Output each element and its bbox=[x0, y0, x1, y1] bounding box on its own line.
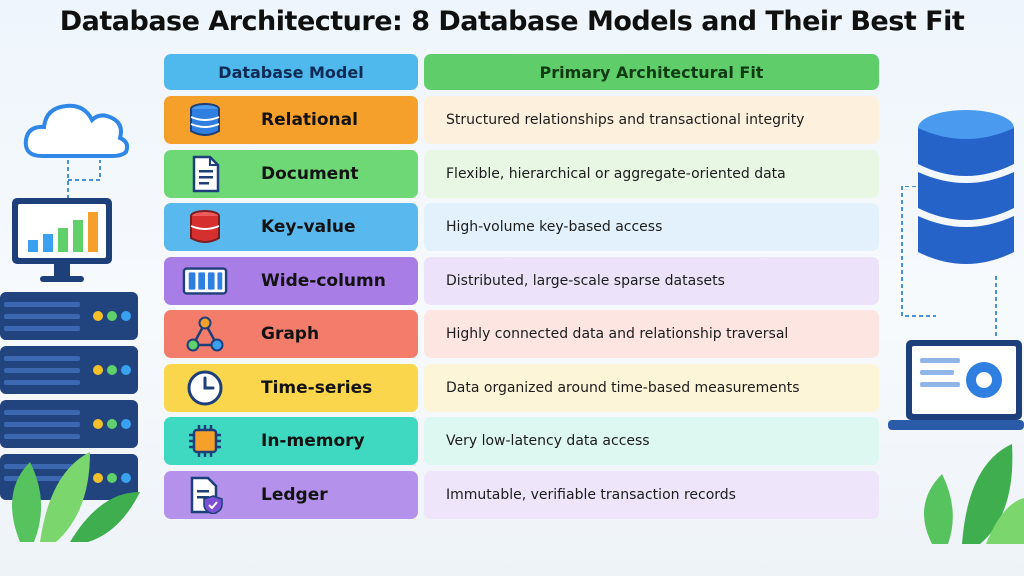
header-database-model: Database Model bbox=[164, 54, 418, 90]
model-label: Time-series bbox=[261, 377, 373, 398]
clock-icon bbox=[187, 370, 223, 405]
model-label: Document bbox=[261, 163, 359, 184]
table-row: Ledger Immutable, verifiable transaction… bbox=[164, 470, 879, 519]
header-primary-fit: Primary Architectural Fit bbox=[424, 54, 879, 90]
table-row: Time-series Data organized around time-b… bbox=[164, 363, 879, 412]
fit-text: Flexible, hierarchical or aggregate-orie… bbox=[424, 149, 879, 198]
graph-nodes-icon bbox=[186, 316, 224, 352]
page-title: Database Architecture: 8 Database Models… bbox=[59, 6, 965, 37]
fit-text: Data organized around time-based measure… bbox=[424, 363, 879, 412]
model-label: Graph bbox=[261, 324, 320, 344]
table-row: Relational Structured relationships and … bbox=[164, 96, 879, 144]
model-label: In-memory bbox=[261, 431, 365, 451]
model-label: Key-value bbox=[261, 217, 356, 237]
database-cylinder-icon bbox=[918, 110, 1014, 264]
model-label: Wide-column bbox=[261, 270, 386, 291]
table-row: In-memory Very low-latency data access bbox=[164, 417, 879, 465]
cloud-icon bbox=[23, 103, 130, 158]
database-stack-icon bbox=[190, 103, 220, 136]
laptop-gear-icon bbox=[888, 340, 1024, 430]
fit-text: Distributed, large-scale sparse datasets bbox=[424, 256, 879, 305]
model-label: Ledger bbox=[261, 484, 328, 505]
fit-text: Structured relationships and transaction… bbox=[424, 96, 879, 144]
key-value-store-icon bbox=[190, 210, 220, 243]
columns-icon bbox=[182, 266, 228, 295]
table-row: Document Flexible, hierarchical or aggre… bbox=[164, 149, 879, 198]
dashed-connector-right bbox=[901, 186, 997, 336]
chip-icon bbox=[189, 425, 221, 457]
document-icon bbox=[192, 155, 220, 192]
model-label: Relational bbox=[261, 110, 358, 130]
fit-text: Very low-latency data access bbox=[424, 417, 879, 465]
monitor-chart-icon bbox=[12, 198, 112, 282]
table-row: Graph Highly connected data and relation… bbox=[164, 310, 879, 358]
ledger-shield-icon bbox=[190, 476, 223, 514]
table-row: Key-value High-volume key-based access bbox=[164, 203, 879, 251]
plant-right-icon bbox=[924, 444, 1024, 544]
table-row: Wide-column Distributed, large-scale spa… bbox=[164, 256, 879, 305]
fit-text: Immutable, verifiable transaction record… bbox=[424, 470, 879, 519]
plant-left-icon bbox=[12, 452, 140, 542]
fit-text: High-volume key-based access bbox=[424, 203, 879, 251]
fit-text: Highly connected data and relationship t… bbox=[424, 310, 879, 358]
